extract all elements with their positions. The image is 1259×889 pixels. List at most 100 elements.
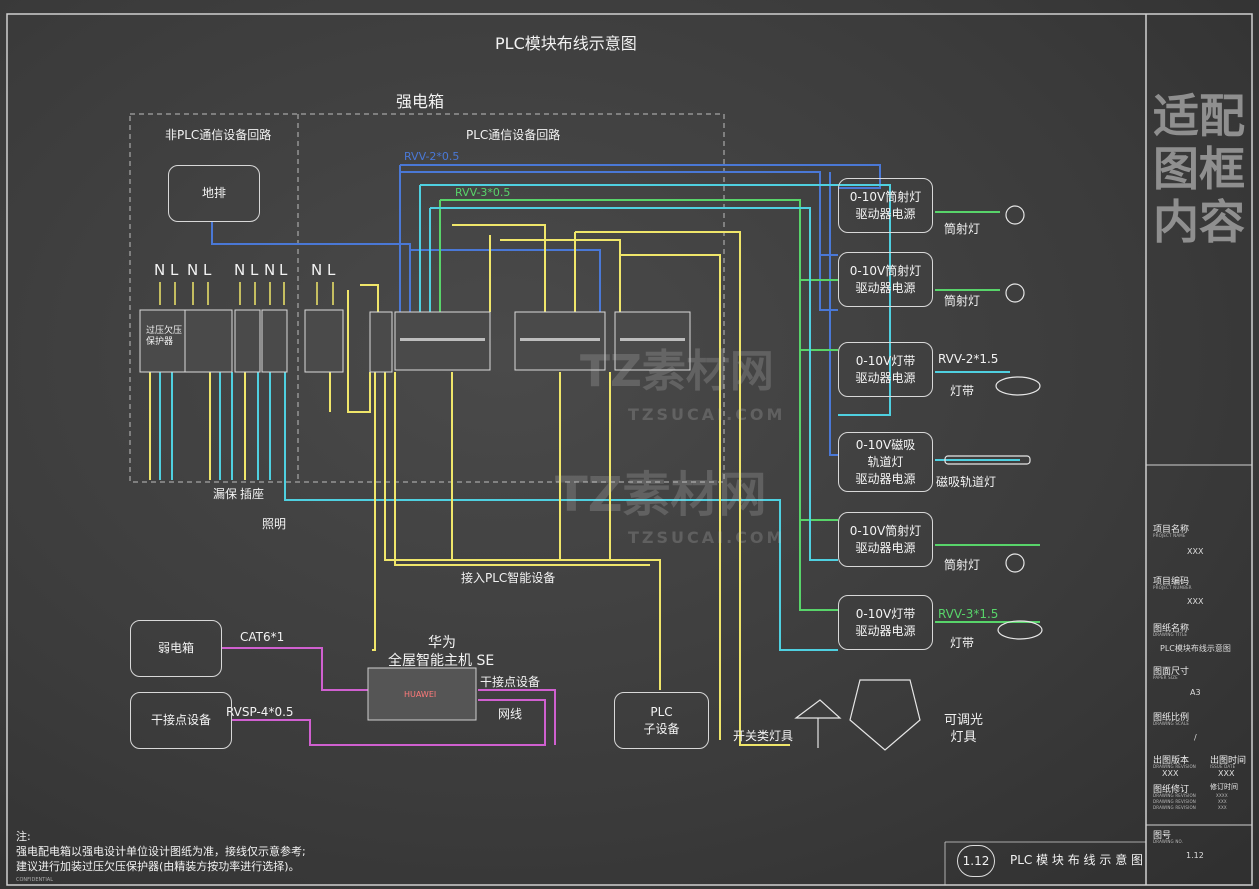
driver-box-3: 0-10V灯带 驱动器电源 (838, 342, 933, 397)
terminal-n: N (311, 261, 323, 279)
host-dry-contact: 干接点设备 (480, 675, 541, 689)
tb-revision-time-v1: XXXX (1216, 793, 1228, 798)
blue-wires (211, 164, 881, 456)
tb-drawing-title-value: PLC模块布线示意图 (1160, 644, 1231, 653)
label-socket: 插座 (240, 487, 265, 501)
tb-paper-size-value: A3 (1190, 688, 1201, 697)
watermark-url-2: TZSUCAI.COM (628, 528, 786, 547)
tb-issue-date-value: XXX (1218, 769, 1235, 778)
terminal-n: N (234, 261, 246, 279)
host-network: 网线 (498, 707, 523, 721)
host-line2: 全屋智能主机 SE (388, 653, 495, 669)
magenta-wires (222, 647, 556, 746)
breaker-3 (261, 309, 288, 373)
terminal-l: L (203, 261, 212, 279)
tb-drawing-no-value: 1.12 (1186, 851, 1204, 860)
cable-rvv-3-05: RVV-3*0.5 (455, 186, 511, 199)
tb-paper-size-label: 图面尺寸 (1153, 667, 1190, 677)
tb-revision-time-v2: XXX (1218, 799, 1227, 804)
fixtures (794, 205, 1043, 751)
tb-scale-value: / (1194, 733, 1197, 742)
watermark-brand-2: TZ素材网 (555, 467, 767, 523)
yellow-wires (149, 224, 790, 746)
cyan-wires (159, 184, 1020, 651)
green-wires (439, 199, 1040, 623)
module-ports (400, 338, 685, 341)
driver-box-2: 0-10V筒射灯 驱动器电源 (838, 252, 933, 307)
fixture-label-4: 磁吸轨道灯 (936, 475, 997, 489)
outer-frame (6, 13, 1253, 886)
cable-rvv-3-15: RVV-3*1.5 (938, 607, 999, 621)
strong-box-zone (129, 113, 725, 483)
tb-revision-sub: DRAWING REVISION (1153, 764, 1196, 769)
tb-drawing-no-label: 图号 (1153, 831, 1172, 841)
tb-project-name-sub: PROJECT NAME (1153, 533, 1186, 538)
protector-device (139, 309, 186, 373)
label-lighting: 照明 (262, 517, 287, 531)
dry-contact-device-box: 干接点设备 (130, 692, 232, 749)
fixture-label-3: 灯带 (950, 384, 975, 398)
cable-rvv-2-15: RVV-2*1.5 (938, 352, 999, 366)
tb-revision2-sub: DRAWING REVISION (1153, 793, 1196, 798)
tb-revision-time-label: 修订时间 (1210, 783, 1238, 791)
tb-drawing-no-sub: DRAWING NO. (1153, 839, 1184, 844)
tb-revision2-label: 图纸修订 (1153, 785, 1190, 795)
floor-drain-box: 地排 (168, 165, 260, 222)
strong-box-label: 强电箱 (396, 92, 445, 111)
notes-heading: 注: (16, 830, 31, 843)
driver-box-4: 0-10V磁吸 轨道灯 驱动器电源 (838, 432, 933, 492)
driver-box-5: 0-10V筒射灯 驱动器电源 (838, 512, 933, 567)
tb-issue-date-sub: ISSUE DATE (1210, 764, 1236, 769)
label-leakage: 漏保 (213, 487, 238, 501)
terminal-n: N (264, 261, 276, 279)
fixture-label-5: 筒射灯 (944, 558, 981, 572)
cable-cat6: CAT6*1 (240, 630, 285, 644)
terminal-n: N (187, 261, 199, 279)
tb-project-name-label: 项目名称 (1153, 525, 1190, 535)
driver-box-1: 0-10V筒射灯 驱动器电源 (838, 178, 933, 233)
tb-revision2-sub3: DRAWING REVISION (1153, 805, 1196, 810)
dimmable-label: 可调光 灯具 (944, 713, 984, 745)
switch-lamp-label: 开关类灯具 (733, 729, 794, 743)
plc-sub-device-box: PLC 子设备 (614, 692, 709, 749)
terminal-n: N (154, 261, 166, 279)
footer-badge: 1.12 (957, 845, 995, 877)
notes-line1: 强电配电箱以强电设计单位设计图纸为准，接线仅示意参考; (16, 845, 306, 858)
notes-line2: 建议进行加装过压欠压保护器(由精装方按功率进行选择)。 (16, 860, 300, 873)
host-brand: HUAWEI (404, 690, 437, 699)
driver-box-6: 0-10V灯带 驱动器电源 (838, 595, 933, 650)
access-plc-label: 接入PLC智能设备 (461, 571, 556, 585)
tb-drawing-title-label: 图纸名称 (1153, 624, 1190, 634)
watermark-url: TZSUCAI.COM (628, 405, 786, 424)
tb-revision2-sub2: DRAWING REVISION (1153, 799, 1196, 804)
tb-project-name-value: XXX (1187, 547, 1204, 556)
cable-rvsp: RVSP-4*0.5 (226, 705, 294, 719)
tb-revision-label: 出图版本 (1153, 756, 1190, 766)
host-line1: 华为 (428, 635, 456, 651)
tb-revision-time-v3: XXX (1218, 805, 1227, 810)
tb-project-number-sub: PROJECT NUMBER (1153, 585, 1192, 590)
tb-paper-size-sub: PAPER SIZE (1153, 675, 1178, 680)
cable-rvv-2-05: RVV-2*0.5 (404, 150, 460, 163)
terminal-l: L (327, 261, 336, 279)
weak-box: 弱电箱 (130, 620, 222, 677)
tb-scale-label: 图纸比例 (1153, 713, 1190, 723)
breaker-5 (369, 311, 393, 373)
breaker-2 (234, 309, 261, 373)
terminal-arrows (159, 282, 334, 305)
huawei-host-device (367, 667, 477, 721)
side-title: 适配图框内容 (1153, 89, 1245, 249)
tb-scale-sub: DRAWING SCALE (1153, 721, 1190, 726)
fixture-label-2: 筒射灯 (944, 294, 981, 308)
footer-title: PLC 模 块 布 线 示 意 图 (1010, 853, 1144, 867)
protector-label: 过压欠压 保护器 (146, 326, 183, 347)
fixture-label-6: 灯带 (950, 636, 975, 650)
tb-revision-value: XXX (1162, 769, 1179, 778)
tb-project-number-label: 项目编码 (1153, 577, 1190, 587)
terminal-l: L (250, 261, 259, 279)
breaker-4 (304, 309, 344, 373)
confidential: CONFIDENTIAL (16, 877, 54, 883)
terminal-l: L (170, 261, 179, 279)
breaker-1 (184, 309, 233, 373)
